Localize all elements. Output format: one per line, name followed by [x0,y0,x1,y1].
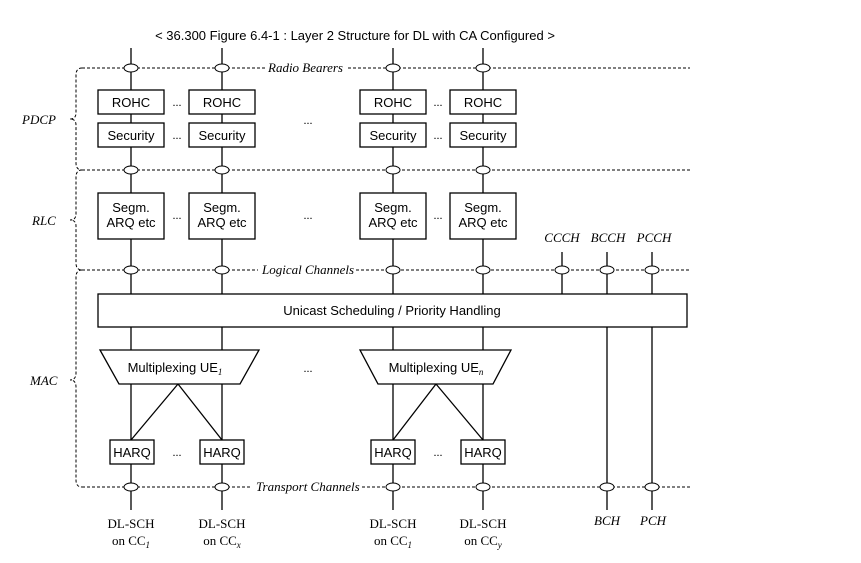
ccch-label: CCCH [544,230,580,245]
bcch-label: BCCH [591,230,626,245]
svg-text:Segm.: Segm. [374,200,412,215]
rohc-block-3: ROHC [359,89,427,115]
logical-channels-label: Logical Channels [261,262,354,277]
rohc-block-4: ROHC [449,89,517,115]
segm-arq-block-1: Segm.ARQ etc [97,192,165,240]
security-label: Security [199,128,246,143]
figure-title: < 36.300 Figure 6.4-1 : Layer 2 Structur… [155,28,555,43]
scheduling-label: Unicast Scheduling / Priority Handling [283,303,501,318]
harq-block-3: HARQ [370,439,416,465]
dlsch-label-1: DL-SCH on CC1 [108,516,155,550]
security-block-3: Security [359,122,427,148]
rohc-label: ROHC [203,95,241,110]
svg-text:HARQ: HARQ [113,445,151,460]
rohc-label: ROHC [464,95,502,110]
segm-arq-block-2: Segm.ARQ etc [188,192,256,240]
svg-text:Multiplexing UEn: Multiplexing UEn [389,360,484,377]
dlsch-label-2: DL-SCH on CCx [199,516,246,550]
svg-text:...: ... [304,113,313,127]
scheduling-block: Unicast Scheduling / Priority Handling [97,293,688,328]
layer-label-mac: MAC [29,373,58,388]
ellipsis-markers: ... ... ... ... ... ... ... ... ... ... … [173,95,443,459]
security-block-2: Security [188,122,256,148]
security-block-4: Security [449,122,517,148]
layer-label-pdcp: PDCP [21,112,56,127]
channel-ovals [123,63,660,492]
svg-text:ARQ etc: ARQ etc [458,215,508,230]
svg-text:on CCx: on CCx [203,533,241,550]
svg-text:Segm.: Segm. [112,200,150,215]
svg-text:...: ... [434,445,443,459]
svg-text:...: ... [173,208,182,222]
svg-text:...: ... [173,128,182,142]
svg-text:HARQ: HARQ [374,445,412,460]
svg-text:...: ... [434,128,443,142]
svg-text:...: ... [434,95,443,109]
harq-block-4: HARQ [460,439,506,465]
svg-text:...: ... [434,208,443,222]
svg-text:DL-SCH: DL-SCH [460,516,507,531]
security-label: Security [460,128,507,143]
dlsch-label-3: DL-SCH on CC1 [370,516,417,550]
radio-bearers-label: Radio Bearers [267,60,343,75]
svg-text:on CC1: on CC1 [374,533,412,550]
security-label: Security [370,128,417,143]
svg-text:ARQ etc: ARQ etc [106,215,156,230]
svg-text:Multiplexing UE1: Multiplexing UE1 [128,360,223,377]
harq-block-2: HARQ [199,439,245,465]
bch-label: BCH [594,513,621,528]
svg-text:...: ... [173,445,182,459]
mux-block-ue1: Multiplexing UE1 [98,349,261,385]
svg-text:...: ... [173,95,182,109]
rohc-block-1: ROHC [97,89,165,115]
security-block-1: Security [97,122,165,148]
svg-text:on CCy: on CCy [464,533,502,550]
harq-block-1: HARQ [109,439,155,465]
svg-text:...: ... [304,361,313,375]
security-label: Security [108,128,155,143]
dlsch-label-4: DL-SCH on CCy [460,516,507,550]
svg-text:HARQ: HARQ [464,445,502,460]
svg-text:HARQ: HARQ [203,445,241,460]
svg-text:DL-SCH: DL-SCH [370,516,417,531]
mux-block-uen: Multiplexing UEn [358,349,513,385]
mux-branch-lines [130,383,484,441]
svg-text:on CC1: on CC1 [112,533,150,550]
transport-channels-label: Transport Channels [256,479,360,494]
svg-text:Segm.: Segm. [464,200,502,215]
rohc-block-2: ROHC [188,89,256,115]
svg-text:DL-SCH: DL-SCH [108,516,155,531]
svg-text:...: ... [304,208,313,222]
pch-label: PCH [639,513,667,528]
layer-label-rlc: RLC [31,213,56,228]
segm-arq-block-3: Segm.ARQ etc [359,192,427,240]
svg-text:Segm.: Segm. [203,200,241,215]
segm-arq-block-4: Segm.ARQ etc [449,192,517,240]
svg-text:ARQ etc: ARQ etc [197,215,247,230]
rohc-label: ROHC [112,95,150,110]
rohc-label: ROHC [374,95,412,110]
layer-braces [69,67,83,488]
svg-text:ARQ etc: ARQ etc [368,215,418,230]
svg-text:DL-SCH: DL-SCH [199,516,246,531]
pcch-label: PCCH [636,230,672,245]
